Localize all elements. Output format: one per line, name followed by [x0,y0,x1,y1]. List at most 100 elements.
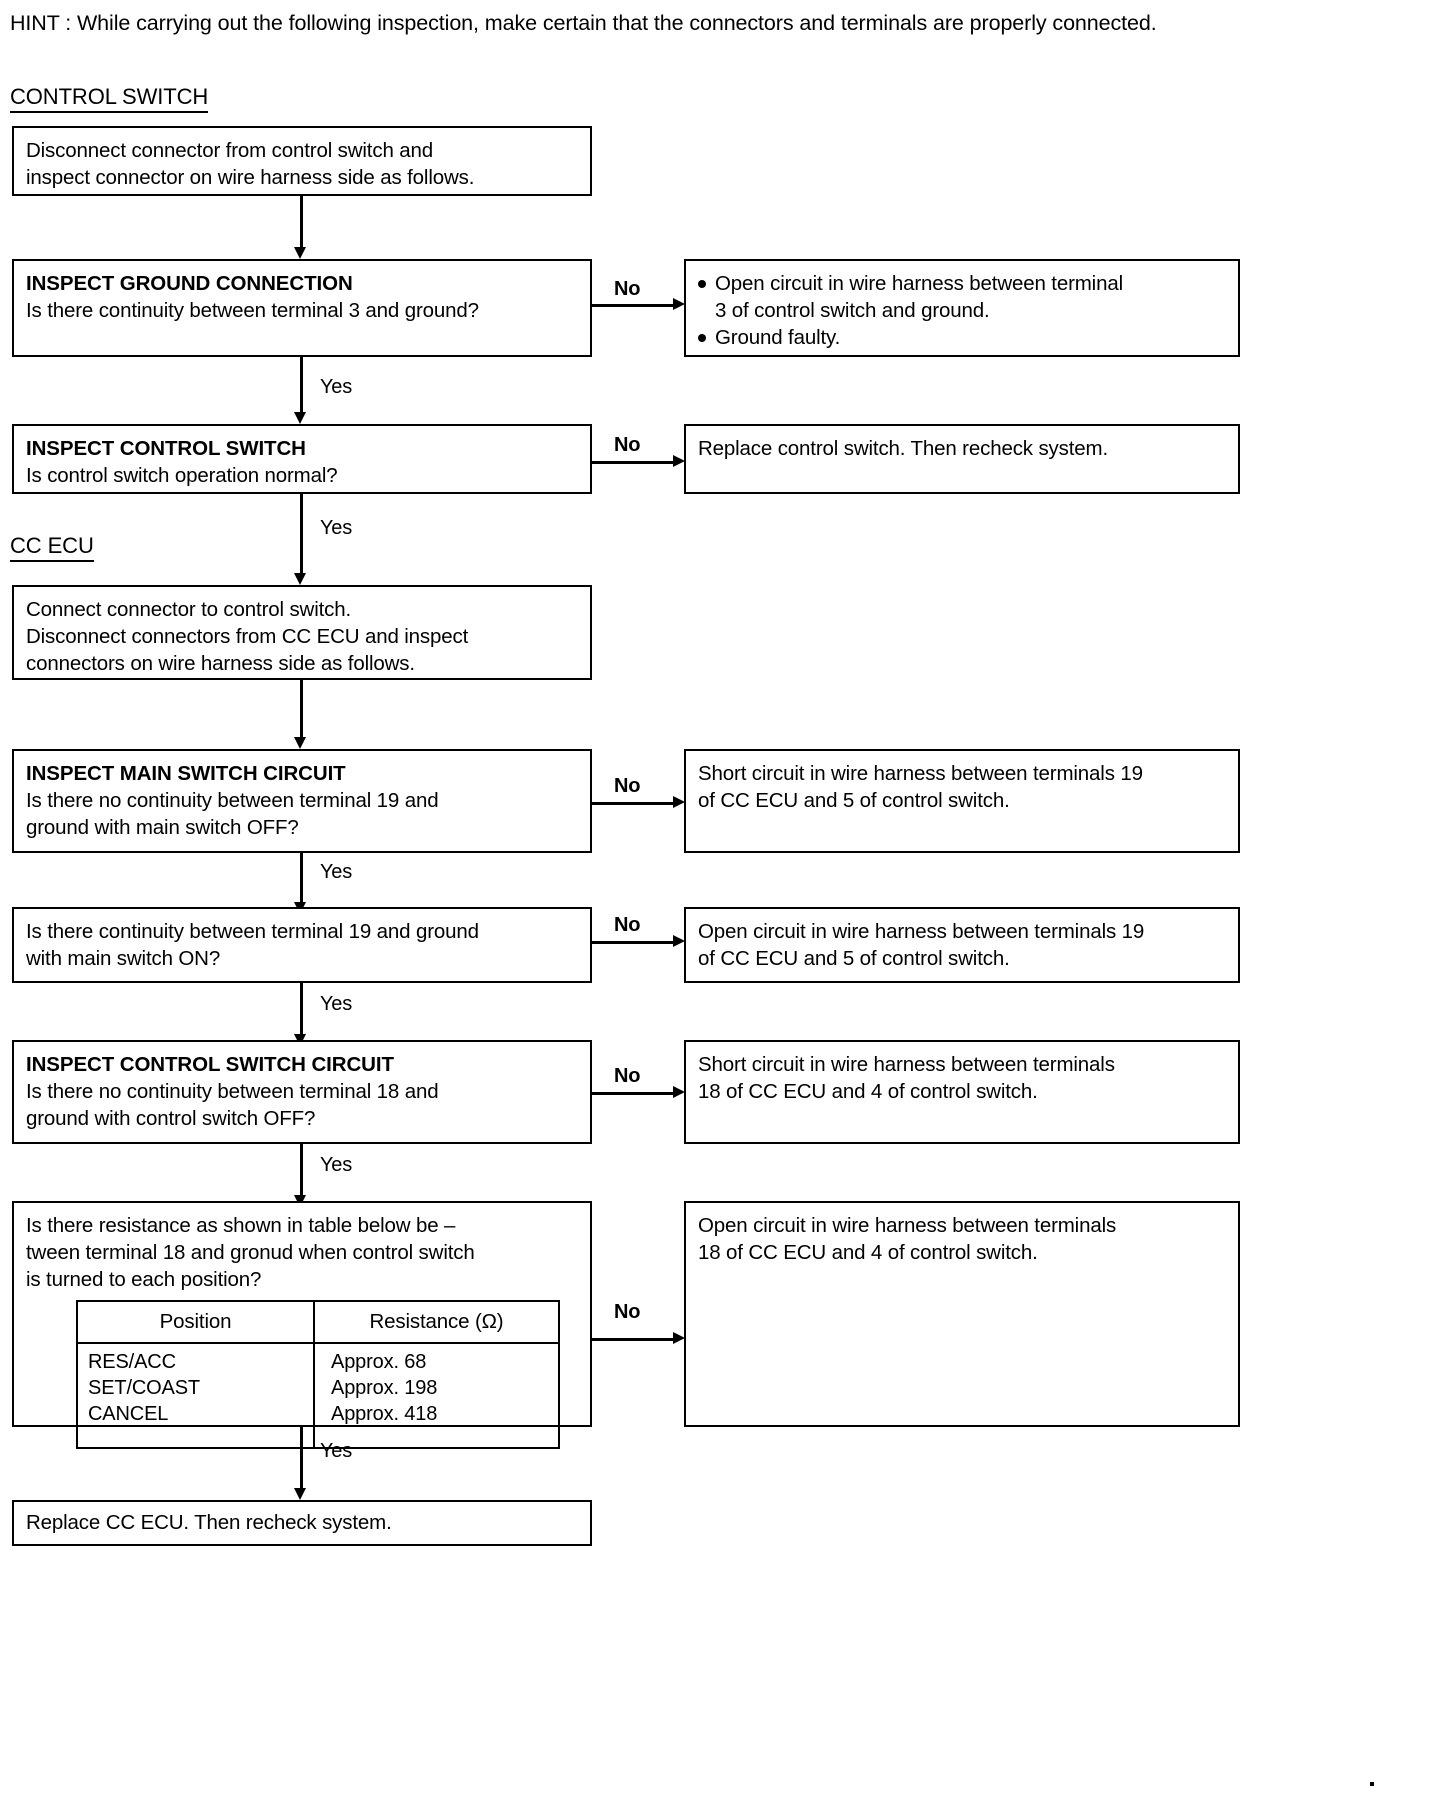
bullet-dot-icon [698,334,706,342]
edge-label-yes-6: Yes [320,1440,353,1462]
continuity-on-line1: Is there continuity between terminal 19 … [26,920,479,943]
table-cell-values: Approx. 68 Approx. 198 Approx. 418 [313,1342,560,1449]
main-switch-question-line2: ground with main switch OFF? [26,816,299,839]
arrow-down-8 [294,1488,306,1500]
connector-no-2 [592,461,678,464]
control-switch-circuit-q2: ground with control switch OFF? [26,1107,316,1130]
arrow-right-5 [673,1086,685,1098]
edge-label-no-3: No [614,775,641,797]
edge-label-yes-3: Yes [320,861,353,883]
arrow-right-3 [673,796,685,808]
edge-label-yes-4: Yes [320,993,353,1015]
arrow-down-2 [294,412,306,424]
ground-fault-b2-line1: Ground faulty. [715,326,841,349]
arrow-right-4 [673,935,685,947]
table-cell-positions: RES/ACC SET/COAST CANCEL [76,1342,315,1449]
control-switch-circuit-q1: Is there no continuity between terminal … [26,1080,439,1103]
connector-3 [300,494,303,578]
edge-label-no-6: No [614,1301,641,1323]
box-ground-fault-result: Open circuit in wire harness between ter… [684,259,1240,357]
resistance-check-q3: is turned to each position? [26,1268,262,1291]
hint-line-1: HINT : While carrying out the following … [10,11,964,35]
edge-label-no-1: No [614,278,641,300]
ground-fault-bullet-1: Open circuit in wire harness between ter… [698,270,1226,324]
hint-line-2: properly connected. [969,11,1157,35]
arrow-down-4 [294,737,306,749]
connector-6 [300,983,303,1039]
page-mark [1370,1782,1374,1786]
connector-5 [300,853,303,907]
connector-no-5 [592,1092,678,1095]
inspect-ground-question: Is there continuity between terminal 3 a… [26,299,479,322]
positions-block: RES/ACC SET/COAST CANCEL [88,1351,200,1425]
box-inspect-control-switch-circuit: INSPECT CONTROL SWITCH CIRCUIT Is there … [12,1040,592,1144]
box-continuity-main-switch-on: Is there continuity between terminal 19 … [12,907,592,983]
box-replace-cc-ecu: Replace CC ECU. Then recheck system. [12,1500,592,1546]
main-switch-question-line1: Is there no continuity between terminal … [26,789,439,812]
section-title-cc-ecu: CC ECU [10,533,94,562]
box-replace-control-switch: Replace control switch. Then recheck sys… [684,424,1240,494]
open-control-switch-line2: 18 of CC ECU and 4 of control switch. [698,1241,1038,1264]
short-control-switch-line1: Short circuit in wire harness between te… [698,1053,1115,1076]
connect-connector-line2: Disconnect connectors from CC ECU and in… [26,625,469,648]
box-inspect-control-switch: INSPECT CONTROL SWITCH Is control switch… [12,424,592,494]
box-open-main-switch: Open circuit in wire harness between ter… [684,907,1240,983]
values-block: Approx. 68 Approx. 198 Approx. 418 [331,1351,438,1425]
table-header-resistance: Resistance (Ω) [313,1300,560,1344]
table-header-row: Position Resistance (Ω) [76,1300,560,1344]
box-inspect-ground-connection: INSPECT GROUND CONNECTION Is there conti… [12,259,592,357]
main-switch-heading: INSPECT MAIN SWITCH CIRCUIT [26,762,346,785]
connector-no-4 [592,941,678,944]
connector-2 [300,357,303,417]
box-inspect-main-switch-circuit: INSPECT MAIN SWITCH CIRCUIT Is there no … [12,749,592,853]
ground-fault-b1-line1: Open circuit in wire harness between ter… [715,272,1123,295]
control-switch-circuit-heading: INSPECT CONTROL SWITCH CIRCUIT [26,1053,394,1076]
ground-fault-bullet-list: Open circuit in wire harness between ter… [698,270,1226,351]
box-open-control-switch: Open circuit in wire harness between ter… [684,1201,1240,1427]
arrow-right-2 [673,455,685,467]
open-main-switch-line2: of CC ECU and 5 of control switch. [698,947,1010,970]
arrow-down-1 [294,247,306,259]
connector-4 [300,680,303,742]
box-short-main-switch: Short circuit in wire harness between te… [684,749,1240,853]
arrow-down-3 [294,573,306,585]
table-body-row: RES/ACC SET/COAST CANCEL Approx. 68 Appr… [76,1342,560,1449]
replace-control-switch-line1: Replace control switch. Then recheck sys… [698,437,1109,460]
edge-label-yes-1: Yes [320,376,353,398]
edge-label-yes-2: Yes [320,517,353,539]
connector-1 [300,196,303,252]
box-connect-connector: Connect connector to control switch. Dis… [12,585,592,680]
connector-no-1 [592,304,678,307]
short-main-switch-line1: Short circuit in wire harness between te… [698,762,1143,785]
arrow-right-6 [673,1332,685,1344]
ground-fault-bullet-2: Ground faulty. [698,324,1226,351]
ground-fault-b1-line2: 3 of control switch and ground. [715,299,990,322]
connector-no-3 [592,802,678,805]
box-short-control-switch: Short circuit in wire harness between te… [684,1040,1240,1144]
hint-text: HINT : While carrying out the following … [10,8,1310,38]
edge-label-yes-5: Yes [320,1154,353,1176]
disconnect-line-2: inspect connector on wire harness side a… [26,166,475,189]
box-disconnect-connector: Disconnect connector from control switch… [12,126,592,196]
edge-label-no-5: No [614,1065,641,1087]
connect-connector-line3: connectors on wire harness side as follo… [26,652,415,675]
edge-label-no-4: No [614,914,641,936]
arrow-right-1 [673,298,685,310]
table-header-position: Position [76,1300,315,1344]
resistance-table: Position Resistance (Ω) RES/ACC SET/COAS… [76,1300,560,1449]
continuity-on-line2: with main switch ON? [26,947,221,970]
edge-label-no-2: No [614,434,641,456]
open-control-switch-line1: Open circuit in wire harness between ter… [698,1214,1117,1237]
inspect-ground-heading: INSPECT GROUND CONNECTION [26,272,353,295]
open-main-switch-line1: Open circuit in wire harness between ter… [698,920,1145,943]
short-control-switch-line2: 18 of CC ECU and 4 of control switch. [698,1080,1038,1103]
inspect-control-switch-heading: INSPECT CONTROL SWITCH [26,437,306,460]
disconnect-line-1: Disconnect connector from control switch… [26,139,434,162]
replace-cc-ecu-line1: Replace CC ECU. Then recheck system. [26,1511,392,1534]
section-title-control-switch: CONTROL SWITCH [10,84,208,113]
short-main-switch-line2: of CC ECU and 5 of control switch. [698,789,1010,812]
connector-8 [300,1427,303,1493]
resistance-check-q2: tween terminal 18 and gronud when contro… [26,1241,475,1264]
bullet-dot-icon [698,280,706,288]
